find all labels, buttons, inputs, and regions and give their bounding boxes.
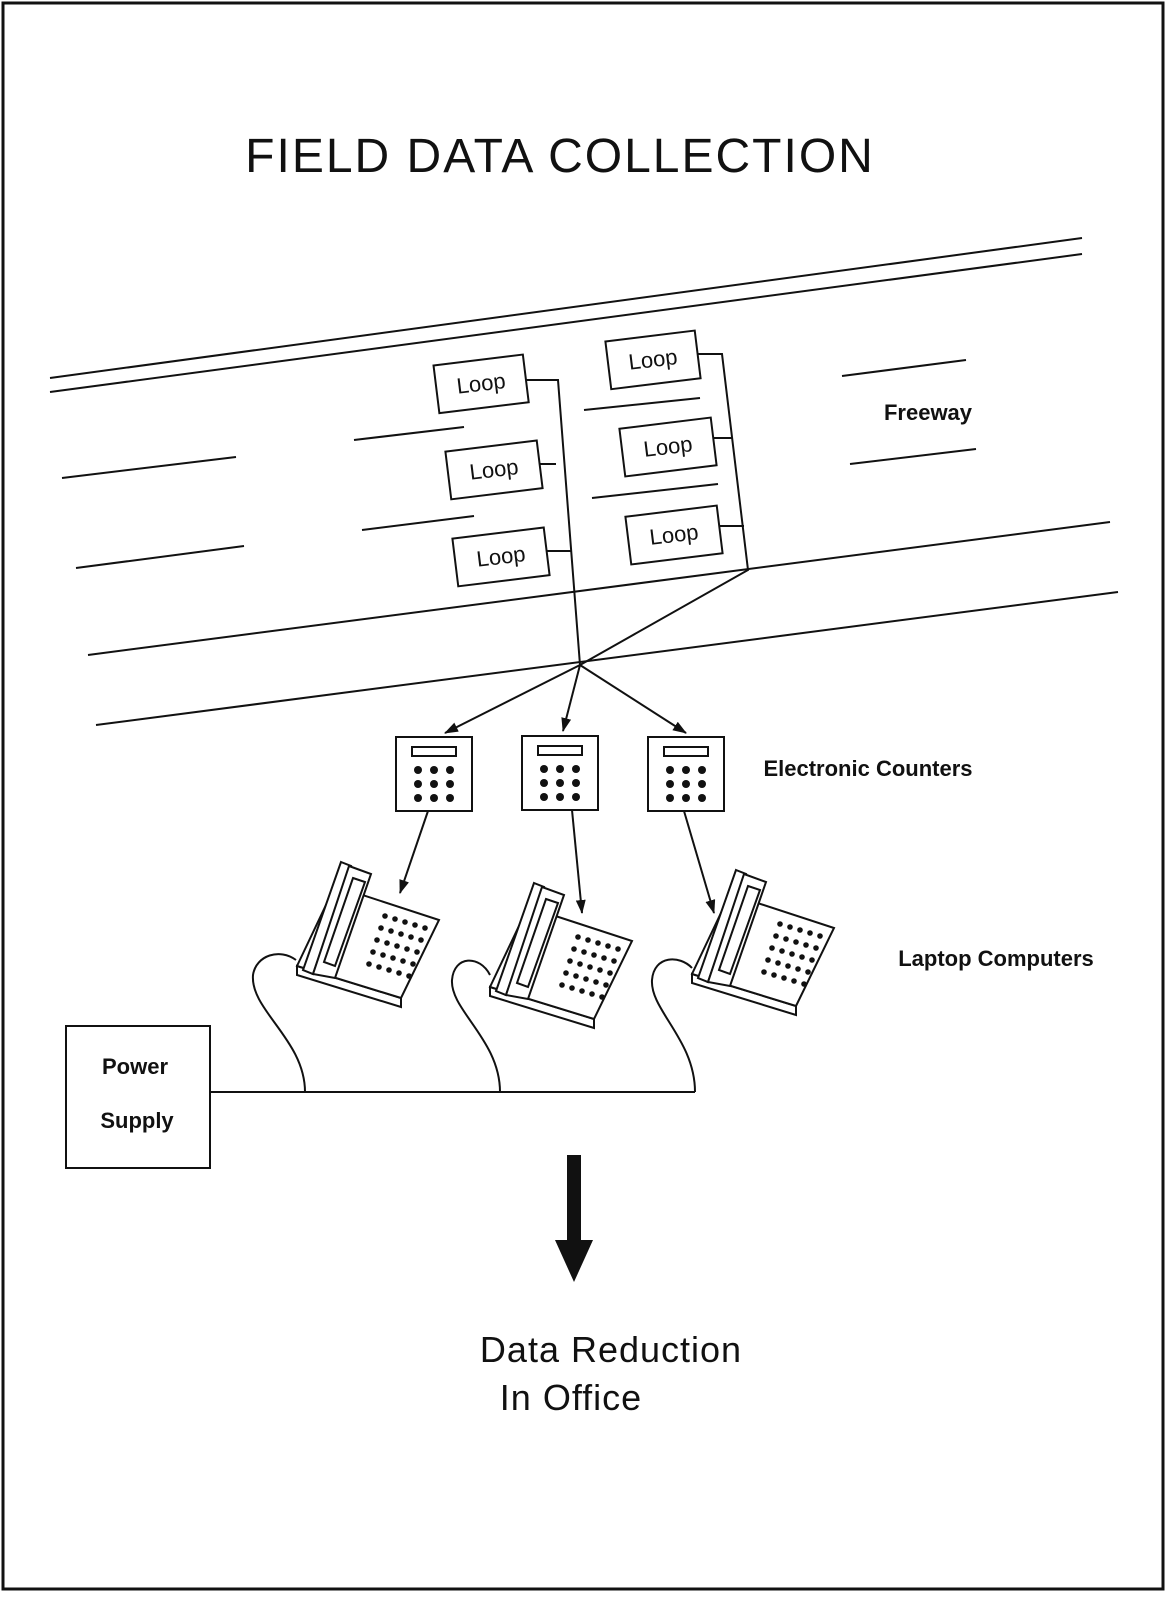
loop-box: Loop <box>444 439 544 501</box>
loop-box: Loop <box>432 353 530 415</box>
loop-label: Loop <box>648 519 700 550</box>
power-supply-line2: Supply <box>100 1108 174 1133</box>
laptop-computers <box>296 861 835 1029</box>
diagram-title: FIELD DATA COLLECTION <box>245 130 875 183</box>
loop-label: Loop <box>475 541 527 572</box>
power-supply-line1: Power <box>102 1054 168 1079</box>
counter-device-icon <box>395 736 473 812</box>
freeway-label: Freeway <box>884 400 973 425</box>
power-cables <box>210 953 696 1093</box>
loop-label: Loop <box>642 431 694 462</box>
laptop-icon <box>489 882 633 1029</box>
loop-detectors: Loop Loop Loop Loop Loop Loop <box>432 329 724 588</box>
laptop-icon <box>691 869 835 1016</box>
loop-box: Loop <box>451 526 551 588</box>
counters-label: Electronic Counters <box>763 756 972 781</box>
down-arrow-icon <box>555 1155 593 1282</box>
result-line1: Data Reduction <box>480 1329 742 1370</box>
electronic-counters <box>395 735 725 812</box>
loop-label: Loop <box>468 454 520 485</box>
counter-arrows <box>444 664 687 734</box>
loop-box: Loop <box>618 416 718 478</box>
loop-wiring <box>526 353 750 666</box>
laptops-label: Laptop Computers <box>898 946 1094 971</box>
counter-device-icon <box>647 736 725 812</box>
power-supply-box: Power Supply <box>65 1025 211 1169</box>
loop-box: Loop <box>604 329 702 391</box>
counter-device-icon <box>521 735 599 811</box>
loop-label: Loop <box>455 368 507 399</box>
loop-label: Loop <box>627 344 679 375</box>
result-line2: In Office <box>500 1377 642 1418</box>
laptop-icon <box>296 861 440 1008</box>
laptop-arrows <box>399 809 716 914</box>
freeway-road <box>49 237 1119 726</box>
loop-box: Loop <box>624 504 724 566</box>
